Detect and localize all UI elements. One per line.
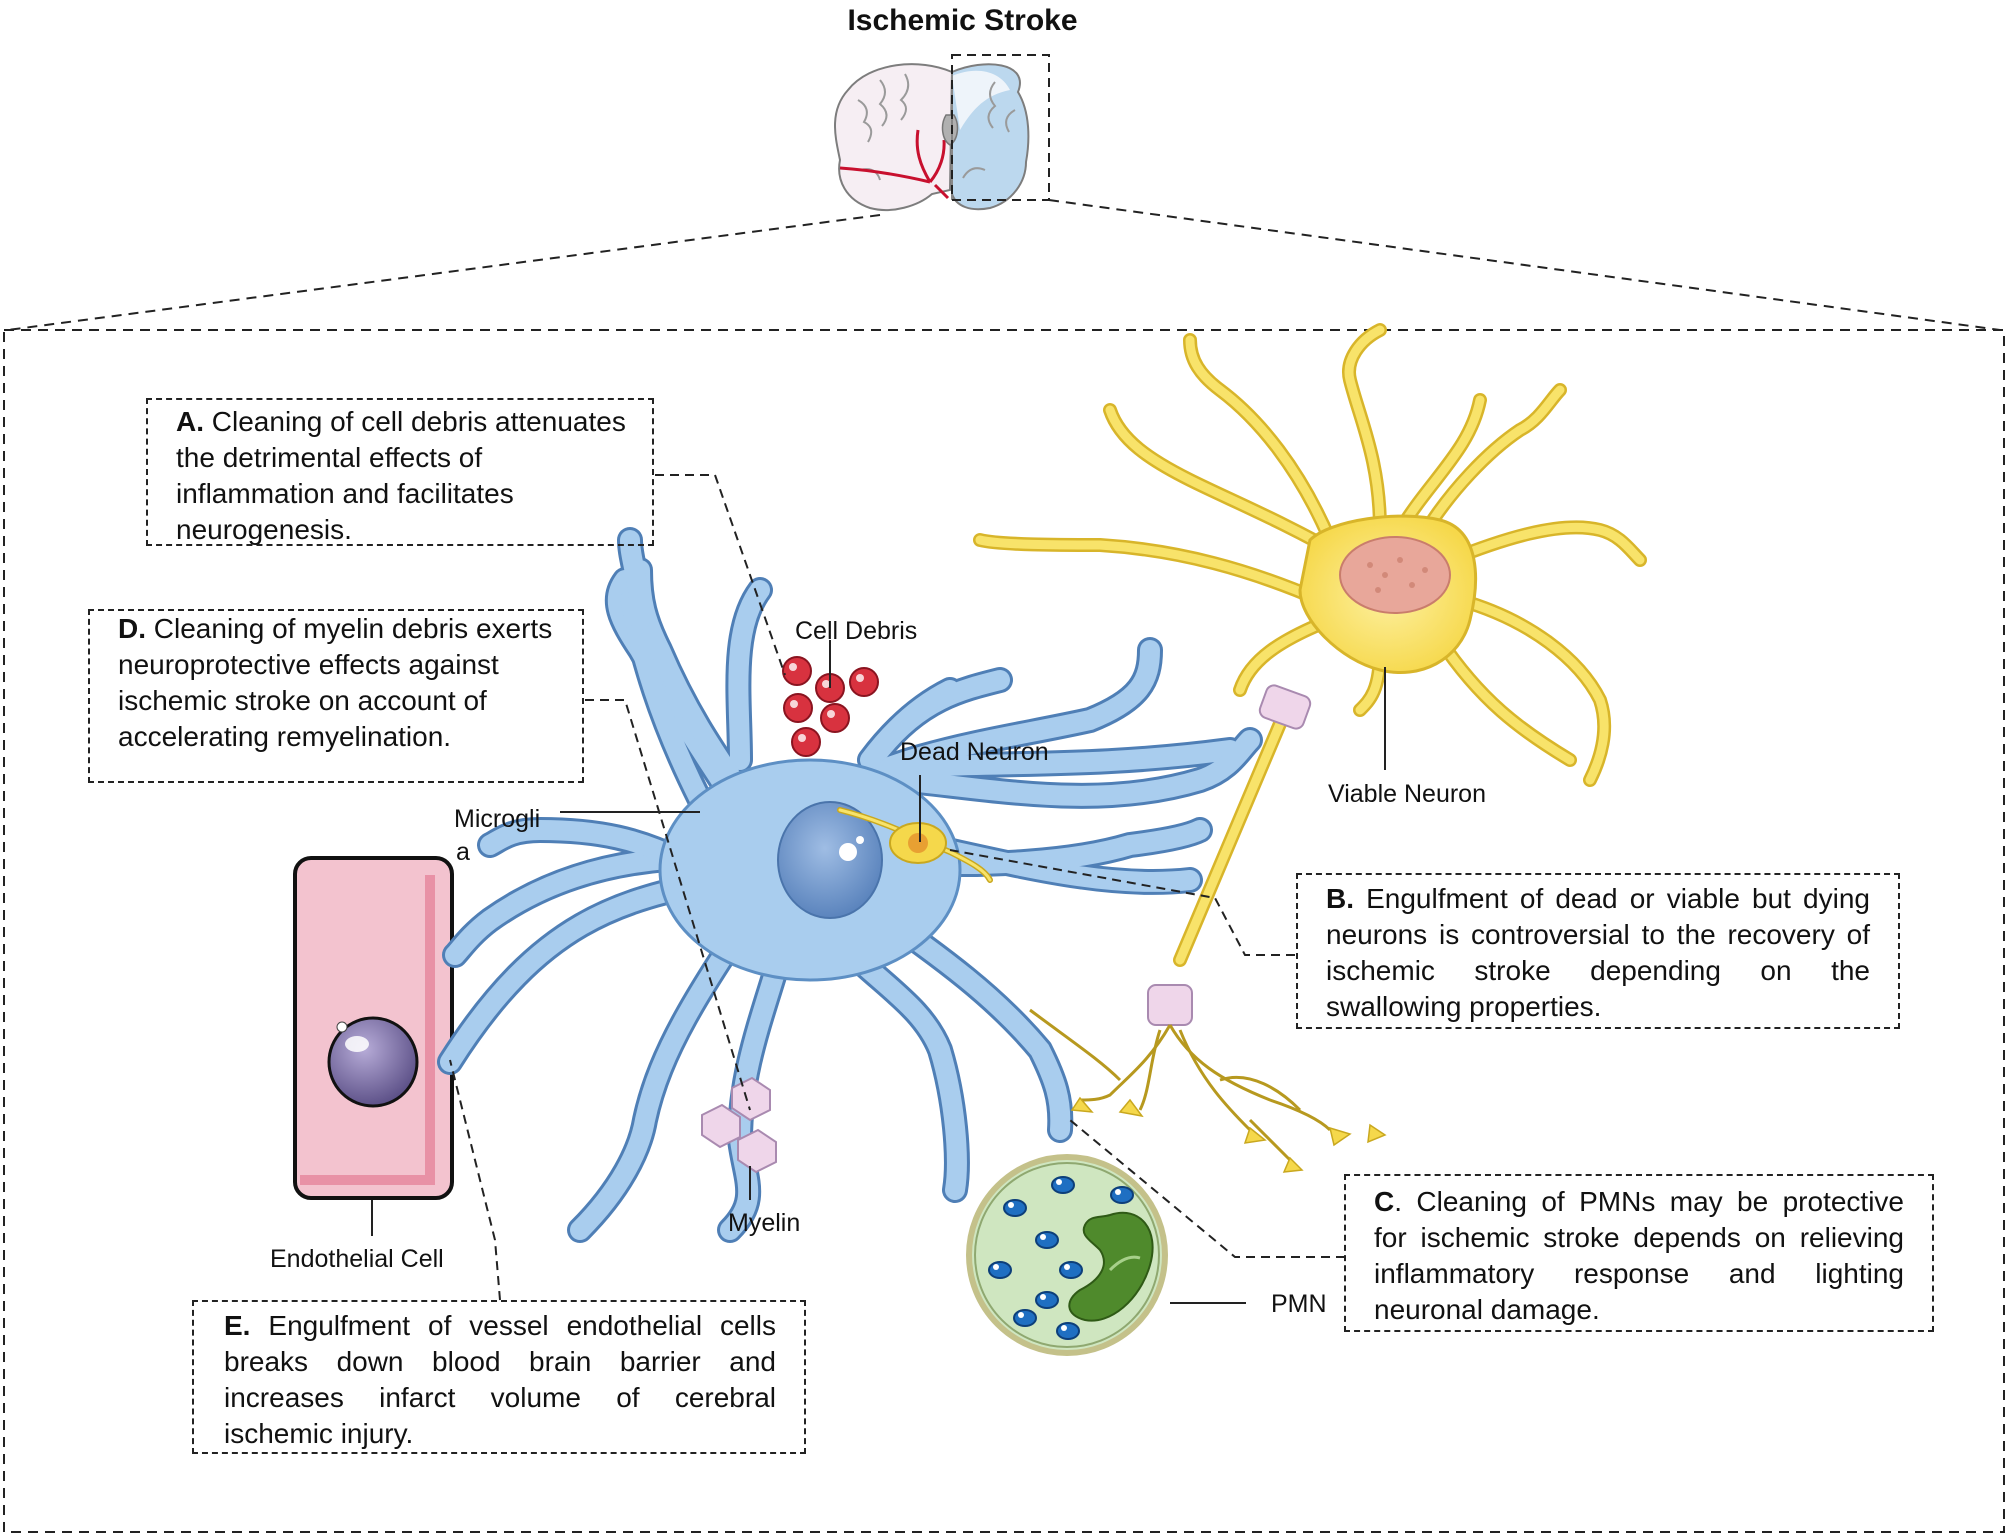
pmn-nucleus [1068, 1211, 1154, 1322]
label-endothelial-cell: Endothelial Cell [270, 1245, 444, 1273]
zoom-projection-lines [7, 199, 2001, 331]
brain-illustration [834, 54, 1050, 212]
brain-right-pale [952, 70, 1010, 130]
microglia-cell [437, 527, 1263, 1243]
label-microglia-line1: Microgli [454, 805, 541, 833]
callout-e-text: Engulfment of vessel endothelial cells b… [224, 1310, 776, 1449]
brain-ischemic-vessels-left [839, 129, 950, 200]
callout-a-text: Cleaning of cell debris attenuates the d… [176, 406, 626, 545]
callout-d-letter: D. [118, 613, 146, 644]
label-microglia-line2: a [456, 838, 470, 866]
callout-b-letter: B. [1326, 883, 1354, 914]
label-leader-lines [371, 640, 1386, 1304]
endothelial-cell [293, 856, 454, 1200]
callout-a: A. Cleaning of cell debris attenuates th… [146, 398, 654, 546]
cell-debris [782, 656, 879, 757]
microglia-nucleus [777, 801, 883, 919]
brain-left-hemisphere [834, 63, 954, 212]
brain-zoom-region [951, 54, 1050, 201]
page-title: Ischemic Stroke [847, 4, 1078, 37]
label-dead-neuron: Dead Neuron [900, 738, 1049, 766]
dead-neuron [837, 807, 993, 883]
brain-ventricle [941, 114, 959, 146]
zoom-frame [3, 329, 2005, 1533]
viable-neuron [973, 323, 1647, 1173]
callout-e-letter: E. [224, 1310, 251, 1341]
label-pmn: PMN [1271, 1290, 1327, 1318]
label-viable-neuron: Viable Neuron [1328, 780, 1486, 808]
callout-c: C. Cleaning of PMNs may be protective fo… [1344, 1174, 1934, 1332]
label-myelin: Myelin [728, 1209, 801, 1237]
pmn-cell [966, 1154, 1168, 1356]
viable-neuron-nucleus [1339, 536, 1451, 614]
callout-a-letter: A. [176, 406, 204, 437]
callout-c-text: . Cleaning of PMNs may be protective for… [1374, 1186, 1904, 1325]
callout-c-letter: C [1374, 1186, 1395, 1217]
callout-d: D. Cleaning of myelin debris exerts neur… [88, 609, 584, 783]
callout-connectors [449, 474, 1345, 1301]
cell-debris-highlights [789, 663, 864, 742]
myelin-sheath-upper [1258, 684, 1312, 730]
myelin-sheath-lower [1147, 984, 1193, 1026]
myelin-fragments [701, 1076, 777, 1174]
callout-b-text: Engulfment of dead or viable but dying n… [1326, 883, 1870, 1022]
callout-e: E. Engulfment of vessel endothelial cell… [192, 1300, 806, 1454]
label-cell-debris: Cell Debris [795, 617, 918, 645]
callout-d-text: Cleaning of myelin debris exerts neuropr… [118, 613, 553, 752]
callout-b: B. Engulfment of dead or viable but dyin… [1296, 873, 1900, 1029]
